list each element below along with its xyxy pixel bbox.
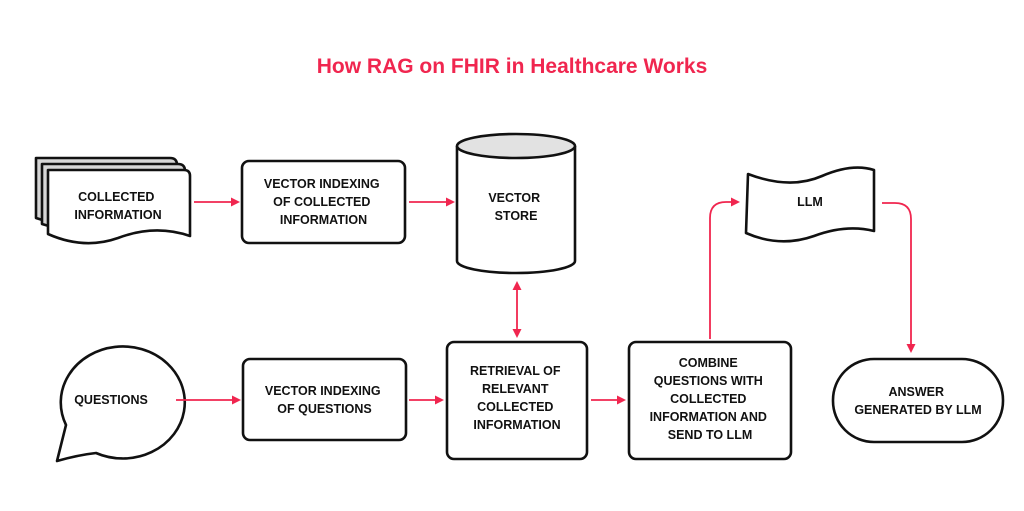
arrowhead-icon [446,197,455,207]
connector-collected-to-indexing [194,197,240,207]
process-box [240,159,407,245]
process-box [445,340,589,461]
combine-label: COMBINE QUESTIONS WITH COLLECTED INFORMA… [650,356,771,442]
vector-indexing-questions-label: VECTOR INDEXING OF QUESTIONS [265,384,384,416]
questions-label: QUESTIONS [74,393,148,407]
arrowhead-icon [232,395,241,405]
node-retrieval: RETRIEVAL OF RELEVANT COLLECTED INFORMAT… [445,340,589,461]
arrowhead-icon [231,197,240,207]
arrowhead-icon [731,197,740,207]
answer-label: ANSWER GENERATED BY LLM [854,385,981,417]
vector-store-label: VECTOR STORE [488,191,543,223]
connector-llm-to-answer [882,202,916,353]
node-collected-information: COLLECTED INFORMATION [34,156,192,245]
arrowhead-down-icon [512,329,522,338]
arrowhead-down-icon [906,344,916,353]
retrieval-label: RETRIEVAL OF RELEVANT COLLECTED INFORMAT… [470,364,564,432]
vector-indexing-collected-label: VECTOR INDEXING OF COLLECTED INFORMATION [264,177,383,227]
document-front [46,168,192,245]
node-llm: LLM [744,166,876,243]
node-questions: QUESTIONS [55,345,187,463]
wavy-banner [744,166,876,243]
connector-retrieval-to-combine [591,395,626,405]
cylinder-top [455,132,577,160]
connector-indexing-to-store [409,197,455,207]
connector-combine-to-llm [709,197,740,339]
llm-label: LLM [797,195,823,209]
node-vector-store: VECTOR STORE [455,132,577,275]
connector-store-retrieval-bidirectional [512,281,522,338]
connector-indexing-to-retrieval [409,395,444,405]
collected-information-label: COLLECTED INFORMATION [74,190,161,222]
node-vector-indexing-questions: VECTOR INDEXING OF QUESTIONS [241,357,408,442]
process-box [627,340,793,461]
terminal-pill [831,357,1005,444]
connector-questions-to-indexing [176,395,241,405]
diagram-title: How RAG on FHIR in Healthcare Works [317,55,708,78]
node-vector-indexing-collected: VECTOR INDEXING OF COLLECTED INFORMATION [240,159,407,245]
cylinder-body [455,146,577,275]
arrowhead-icon [435,395,444,405]
speech-bubble [55,345,187,463]
arrowhead-up-icon [512,281,522,290]
process-box [241,357,408,442]
node-answer: ANSWER GENERATED BY LLM [831,357,1005,444]
node-combine: COMBINE QUESTIONS WITH COLLECTED INFORMA… [627,340,793,461]
arrowhead-icon [617,395,626,405]
